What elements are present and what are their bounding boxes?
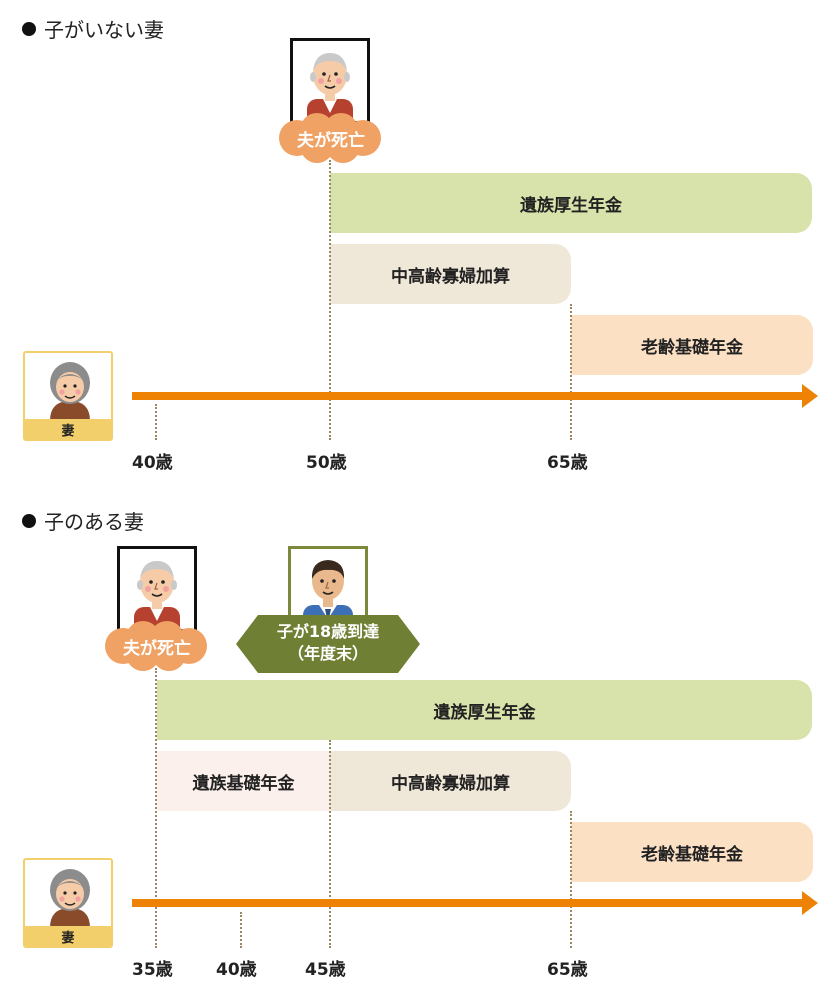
timeline-axis bbox=[132, 899, 804, 907]
cloud-icon bbox=[279, 113, 381, 163]
section-title-with-child: 子のある妻 bbox=[22, 506, 144, 535]
husband-death-label: 夫が死亡 bbox=[297, 130, 365, 151]
section-title-no-child: 子がいない妻 bbox=[22, 14, 164, 43]
child-18-label: 子が18歳到達 bbox=[276, 622, 380, 641]
husband-death-cloud: 夫が死亡 bbox=[103, 620, 211, 672]
bullet-icon bbox=[22, 22, 36, 36]
age-label-65: 65歳 bbox=[547, 960, 588, 980]
timeline-axis bbox=[132, 392, 804, 400]
husband-death-cloud: 夫が死亡 bbox=[277, 112, 385, 164]
hexagon-shape bbox=[236, 615, 420, 673]
husband-death-label: 夫が死亡 bbox=[123, 638, 191, 659]
wife-label: 妻 bbox=[25, 419, 111, 439]
elderly-woman-icon bbox=[50, 869, 90, 928]
age-45-marker-line bbox=[329, 740, 331, 948]
old-age-pension-bar: 老齢基礎年金 bbox=[571, 315, 813, 375]
wife-card: 妻 bbox=[23, 858, 113, 948]
age-label-45: 45歳 bbox=[305, 960, 346, 980]
child-18-hexagon: 子が18歳到達 （年度末） bbox=[236, 615, 420, 673]
timeline-arrow-icon bbox=[802, 384, 818, 408]
fiscal-year-end-label: （年度末） bbox=[287, 644, 368, 663]
elderly-woman-icon bbox=[50, 362, 90, 421]
cloud-icon bbox=[105, 621, 207, 671]
widow-addition-bar: 中高齢寡婦加算 bbox=[330, 244, 571, 304]
age-label-40: 40歳 bbox=[216, 960, 257, 980]
age-label-35: 35歳 bbox=[132, 960, 173, 980]
old-man-portrait-icon bbox=[134, 561, 180, 629]
age-label-40: 40歳 bbox=[132, 453, 173, 473]
old-man-portrait-icon bbox=[307, 53, 353, 121]
old-age-pension-bar: 老齢基礎年金 bbox=[571, 822, 813, 882]
timeline-arrow-icon bbox=[802, 891, 818, 915]
husband-death-marker-line bbox=[155, 668, 157, 948]
bullet-icon bbox=[22, 514, 36, 528]
age-label-65: 65歳 bbox=[547, 453, 588, 473]
wife-label: 妻 bbox=[25, 926, 111, 946]
age-65-marker-line bbox=[570, 811, 572, 948]
survivor-pension-bar: 遺族厚生年金 bbox=[330, 173, 812, 233]
widow-addition-bar: 中高齢寡婦加算 bbox=[330, 751, 571, 811]
survivor-basic-pension-bar: 遺族基礎年金 bbox=[157, 751, 330, 811]
survivor-pension-bar: 遺族厚生年金 bbox=[157, 680, 812, 740]
husband-death-marker-line bbox=[329, 160, 331, 440]
age-40-tick bbox=[155, 404, 157, 440]
age-label-50: 50歳 bbox=[306, 453, 347, 473]
age-40-tick bbox=[240, 912, 242, 948]
age-65-marker-line bbox=[570, 304, 572, 440]
wife-card: 妻 bbox=[23, 351, 113, 441]
